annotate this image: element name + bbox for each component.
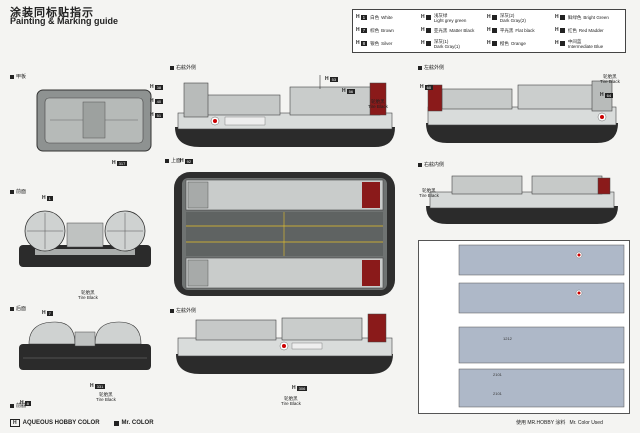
view-label-bow: 前舷 [10, 402, 26, 409]
legend-item: H 深灰(1)Dark Gray(1) [421, 38, 460, 49]
port-side-drawing [426, 80, 618, 143]
front-view-drawing [19, 210, 151, 267]
view-label-port-lower: 左舷外侧 [170, 307, 196, 314]
view-label-port: 左舷外侧 [418, 64, 444, 71]
paint-brand-note: 使用 MR.HOBBY 涂料 Mr. Color Used [516, 420, 603, 426]
legend-item: H 深灰(2)Dark Gray(2) [487, 12, 526, 23]
view-label-starboard: 右舷外侧 [170, 64, 196, 71]
hull-number: 1212 [503, 336, 512, 341]
mr-color-legend: Mr. COLOR [113, 420, 154, 426]
top-view-drawing [174, 172, 395, 296]
hull-number: 2101 [493, 391, 502, 396]
hull-number: 2101 [493, 372, 502, 377]
deck-view-drawing [36, 89, 152, 152]
view-label-top: 上面 [165, 157, 181, 164]
rear-view-drawing [19, 321, 151, 370]
decal-placement-drawing [458, 244, 625, 408]
port-inner-drawing [426, 175, 618, 224]
view-label-port-inner: 右舷内侧 [418, 161, 444, 168]
view-label-deck: 甲板 [10, 73, 26, 80]
page-title: Painting & Marking guide [10, 16, 119, 26]
starboard-side-drawing [175, 75, 395, 147]
decal-placement-panel: 1212 2101 2101 [418, 240, 630, 414]
page-title-cn: 涂装同标贴指示 [10, 7, 94, 19]
port-lower-side-drawing [176, 313, 393, 374]
view-label-rear: 后面 [10, 305, 26, 312]
view-label-front: 前面 [10, 188, 26, 195]
